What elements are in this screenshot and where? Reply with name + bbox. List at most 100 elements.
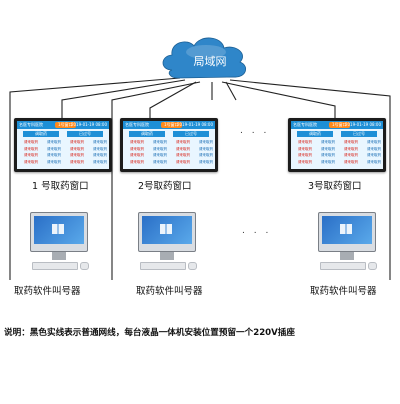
display-list-entry: 请来取药	[46, 140, 62, 144]
mouse-icon	[188, 262, 197, 270]
display-list-entry: 请来取药	[46, 153, 62, 157]
display-list-entry: 请来取药	[92, 153, 108, 157]
cable-stub-2	[225, 81, 237, 101]
display-list-entry: 请来取药	[366, 159, 382, 164]
display-header-right: 已过号	[173, 131, 209, 137]
keyboard-icon	[140, 262, 186, 270]
lan-label: 局域网	[193, 55, 227, 68]
terminal-screen	[322, 216, 372, 244]
display-list-entry: 请来取药	[198, 153, 214, 157]
display-list-entry: 请来取药	[69, 140, 85, 144]
keyboard-icon	[320, 262, 366, 270]
terminal-stand	[160, 252, 174, 260]
window-label-2: 2号取药窗口	[138, 181, 192, 192]
call-terminal-2	[138, 212, 200, 278]
call-terminal-3	[318, 212, 380, 278]
display-list-entry: 请来取药	[129, 146, 145, 151]
terminal-screen	[34, 216, 84, 244]
display-list-entry: 请来取药	[297, 140, 313, 144]
cable-window-2	[111, 81, 201, 280]
windows-logo-icon	[160, 224, 172, 234]
keyboard-icon	[32, 262, 78, 270]
display-list-entry: 请来取药	[366, 140, 382, 144]
terminal-label-3: 取药软件叫号器	[310, 286, 377, 297]
mouse-icon	[80, 262, 89, 270]
terminal-stand	[52, 252, 66, 260]
display-list-entry: 请来取药	[366, 146, 382, 151]
display-list-entry: 请来取药	[92, 140, 108, 144]
windows-logo-icon	[340, 224, 352, 234]
call-terminal-1	[30, 212, 92, 278]
display-brand-text: 名医专科医院	[125, 122, 149, 127]
terminal-monitor	[318, 212, 376, 252]
display-list-entry: 请来取药	[46, 159, 62, 164]
display-brand-text: 名医专科医院	[19, 122, 43, 127]
display-list-entry: 请来取药	[69, 159, 85, 164]
display-window-badge: 1号窗口	[55, 122, 76, 128]
diagram-note: 说明：黑色实线表示普通网线，每台液晶一体机安装位置预留一个220V插座	[4, 328, 295, 338]
cable-window-1	[9, 77, 181, 280]
display-list-entry: 请来取药	[175, 140, 191, 144]
display-time: 2019-01-19 08:00	[344, 122, 381, 127]
windows-logo-icon	[52, 224, 64, 234]
more-windows-ellipsis: . . .	[240, 126, 270, 136]
network-cables	[9, 77, 391, 280]
display-list-entry: 请来取药	[320, 140, 336, 144]
window-label-1: 1 号取药窗口	[32, 181, 89, 192]
display-list-entry: 请来取药	[23, 146, 39, 151]
display-list-entry: 请来取药	[320, 153, 336, 157]
cable-screen-2	[149, 81, 197, 118]
display-window-badge: 1号窗口	[329, 122, 350, 128]
display-list-entry: 请来取药	[152, 140, 168, 144]
display-list-entry: 请来取药	[297, 146, 313, 151]
terminal-monitor	[138, 212, 196, 252]
display-window-badge: 1号窗口	[161, 122, 182, 128]
display-list-entry: 请来取药	[175, 153, 191, 157]
display-header-right: 已过号	[341, 131, 377, 137]
display-list-entry: 请来取药	[343, 140, 359, 144]
terminal-monitor	[30, 212, 88, 252]
mouse-icon	[368, 262, 377, 270]
display-time: 2019-01-19 08:00	[70, 122, 107, 127]
display-list-entry: 请来取药	[69, 153, 85, 157]
lan-cloud-icon	[162, 37, 247, 79]
more-terminals-ellipsis: . . .	[242, 226, 272, 236]
display-list-entry: 请来取药	[366, 153, 382, 157]
display-list-entry: 请来取药	[23, 140, 39, 144]
display-list-entry: 请来取药	[129, 159, 145, 164]
display-header-left: 调取药	[129, 131, 165, 137]
display-header-left: 调取药	[23, 131, 59, 137]
cable-screen-1	[61, 79, 186, 118]
display-list-entry: 请来取药	[152, 146, 168, 151]
cable-window-3	[229, 79, 391, 280]
display-list-entry: 请来取药	[92, 159, 108, 164]
display-list-entry: 请来取药	[129, 153, 145, 157]
window-label-3: 3号取药窗口	[308, 181, 362, 192]
display-list-entry: 请来取药	[297, 159, 313, 164]
terminal-label-2: 取药软件叫号器	[136, 286, 203, 297]
display-list-entry: 请来取药	[23, 159, 39, 164]
display-list-entry: 请来取药	[343, 146, 359, 151]
display-list-entry: 请来取药	[175, 159, 191, 164]
display-list-entry: 请来取药	[198, 140, 214, 144]
display-brand-text: 名医专科医院	[293, 122, 317, 127]
display-list-entry: 请来取药	[320, 159, 336, 164]
display-list-entry: 请来取药	[23, 153, 39, 157]
display-list-entry: 请来取药	[297, 153, 313, 157]
terminal-screen	[142, 216, 192, 244]
display-list-entry: 请来取药	[46, 146, 62, 151]
display-list-entry: 请来取药	[198, 146, 214, 151]
display-list-entry: 请来取药	[198, 159, 214, 164]
display-list-entry: 请来取药	[343, 153, 359, 157]
